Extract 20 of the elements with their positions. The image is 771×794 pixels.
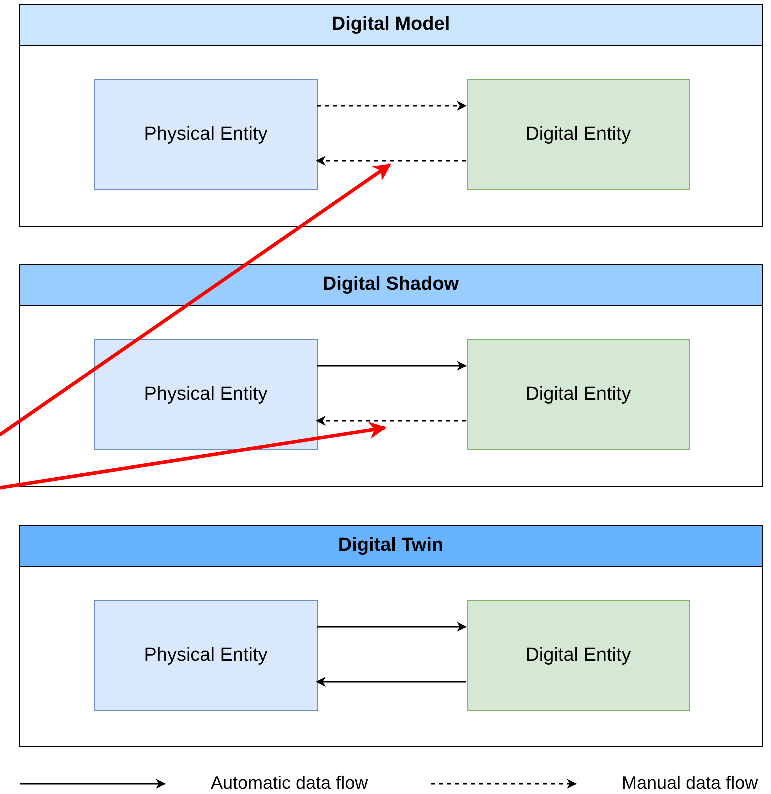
- legend-label: Automatic data flow: [211, 773, 368, 794]
- legend-label: Manual data flow: [622, 773, 758, 794]
- arrow: [317, 361, 467, 371]
- panel-header: Digital Twin: [20, 526, 762, 567]
- arrow: [317, 622, 467, 632]
- entity-box: Digital Entity: [467, 600, 690, 711]
- diagram-panel: [19, 264, 763, 487]
- panel-header: Digital Shadow: [20, 265, 762, 306]
- diagram-panel: [19, 525, 763, 747]
- arrow: [316, 677, 466, 687]
- entity-box: Physical Entity: [94, 600, 318, 711]
- diagram-panel: [19, 4, 763, 227]
- arrow: [316, 156, 466, 166]
- entity-box: Physical Entity: [94, 339, 318, 450]
- entity-box: Physical Entity: [94, 79, 318, 190]
- panel-header: Digital Model: [20, 5, 762, 46]
- arrow: [317, 101, 467, 111]
- entity-box: Digital Entity: [467, 339, 690, 450]
- entity-box: Digital Entity: [467, 79, 690, 190]
- arrow: [316, 416, 466, 426]
